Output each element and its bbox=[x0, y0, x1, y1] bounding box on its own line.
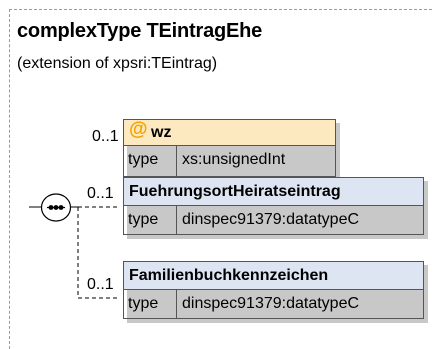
attribute-type-label: type bbox=[124, 146, 177, 176]
sequence-icon bbox=[40, 193, 72, 222]
element-header-1: FuehrungsortHeiratseintrag bbox=[123, 177, 424, 206]
attribute-header: @ wz bbox=[123, 119, 336, 146]
element-type-label-2: type bbox=[124, 290, 177, 318]
at-icon: @ bbox=[129, 119, 148, 140]
attribute-type-value: xs:unsignedInt bbox=[182, 151, 286, 168]
element-card-familienbuchkennzeichen: Familienbuchkennzeichen type dinspec9137… bbox=[123, 261, 424, 319]
diagram-frame bbox=[9, 9, 432, 349]
attribute-name: wz bbox=[151, 124, 172, 141]
attribute-type-row: type xs:unsignedInt bbox=[123, 146, 336, 177]
element-type-row-1: type dinspec91379:datatypeC bbox=[123, 206, 424, 235]
element-name-1: FuehrungsortHeiratseintrag bbox=[129, 183, 341, 200]
page-title: complexType TEintragEhe bbox=[17, 20, 263, 42]
element-type-value-1: dinspec91379:datatypeC bbox=[182, 211, 360, 228]
element-occurrence-2: 0..1 bbox=[87, 276, 114, 293]
page-subtitle: (extension of xpsri:TEintrag) bbox=[17, 55, 218, 72]
element-card-fuehrungsort: FuehrungsortHeiratseintrag type dinspec9… bbox=[123, 177, 424, 235]
element-name-2: Familienbuchkennzeichen bbox=[129, 267, 329, 284]
element-occurrence-1: 0..1 bbox=[87, 185, 114, 202]
element-header-2: Familienbuchkennzeichen bbox=[123, 261, 424, 290]
attribute-occurrence: 0..1 bbox=[92, 128, 119, 145]
element-type-label-1: type bbox=[124, 206, 177, 234]
element-type-row-2: type dinspec91379:datatypeC bbox=[123, 290, 424, 319]
element-type-value-2: dinspec91379:datatypeC bbox=[182, 295, 360, 312]
attribute-card-wz: @ wz type xs:unsignedInt bbox=[123, 119, 336, 177]
